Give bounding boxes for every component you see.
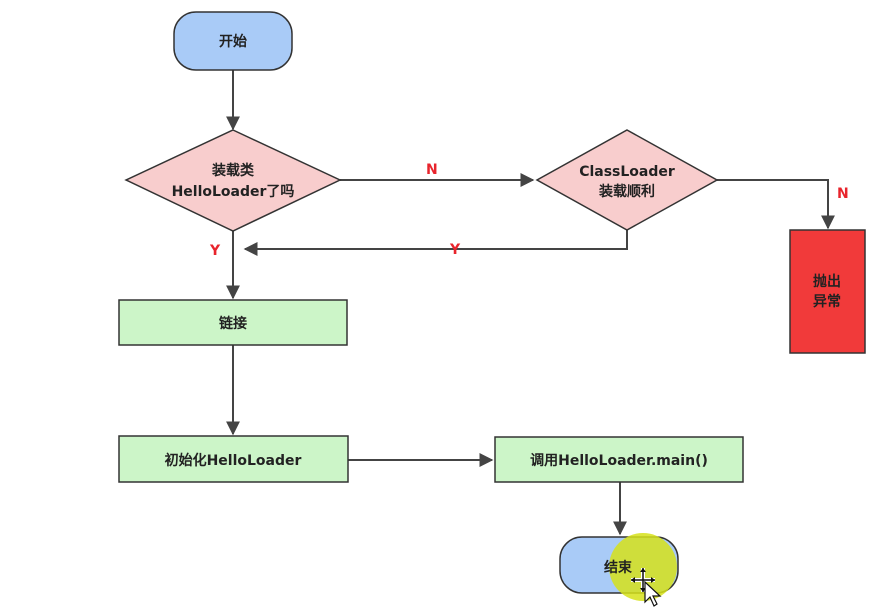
edge-label-y-back: Y — [449, 242, 461, 258]
init-node: 初始化HelloLoader — [118, 435, 349, 483]
init-label: 初始化HelloLoader — [165, 452, 302, 469]
decision-classloader-label-line1: ClassLoader — [579, 164, 675, 180]
edge-label-n-exception: N — [837, 186, 849, 202]
move-cursor-icon — [631, 568, 662, 607]
init-shape — [118, 435, 349, 483]
decision-classloader-label-line2: 装载顺利 — [598, 183, 655, 200]
edge-label-n-classloader: N — [426, 162, 438, 178]
link-shape — [118, 299, 348, 346]
call-main-label: 调用HelloLoader.main() — [530, 453, 708, 469]
call-main-shape — [494, 436, 744, 483]
call-main-node: 调用HelloLoader.main() — [494, 436, 744, 483]
start-label: 开始 — [219, 33, 247, 50]
cursor-highlight — [609, 533, 677, 601]
start-shape — [173, 11, 293, 71]
decision-loaded-shape — [124, 129, 342, 232]
link-label: 链接 — [219, 315, 247, 332]
throw-exception-node: 抛出 异常 — [789, 229, 866, 354]
decision-loaded-label-line1: 装载类 — [211, 162, 255, 179]
decision-loaded-label-line2: HelloLoader了吗 — [172, 184, 295, 200]
edge-label-y-down: Y — [209, 243, 221, 259]
start-node: 开始 — [173, 11, 293, 71]
decision-classloader-node: ClassLoader 装载顺利 — [535, 129, 719, 231]
edge-classloader-back — [243, 230, 628, 256]
link-node: 链接 — [118, 299, 348, 346]
throw-exception-label-line2: 异常 — [813, 293, 841, 310]
decision-classloader-shape — [535, 129, 719, 231]
end-node: 结束 — [559, 533, 679, 601]
edge-classloader-to-exception — [717, 179, 835, 230]
end-label: 结束 — [604, 559, 633, 576]
throw-exception-shape — [789, 229, 866, 354]
throw-exception-label-line1: 抛出 — [813, 273, 841, 290]
decision-loaded-node: 装载类 HelloLoader了吗 — [124, 129, 342, 232]
